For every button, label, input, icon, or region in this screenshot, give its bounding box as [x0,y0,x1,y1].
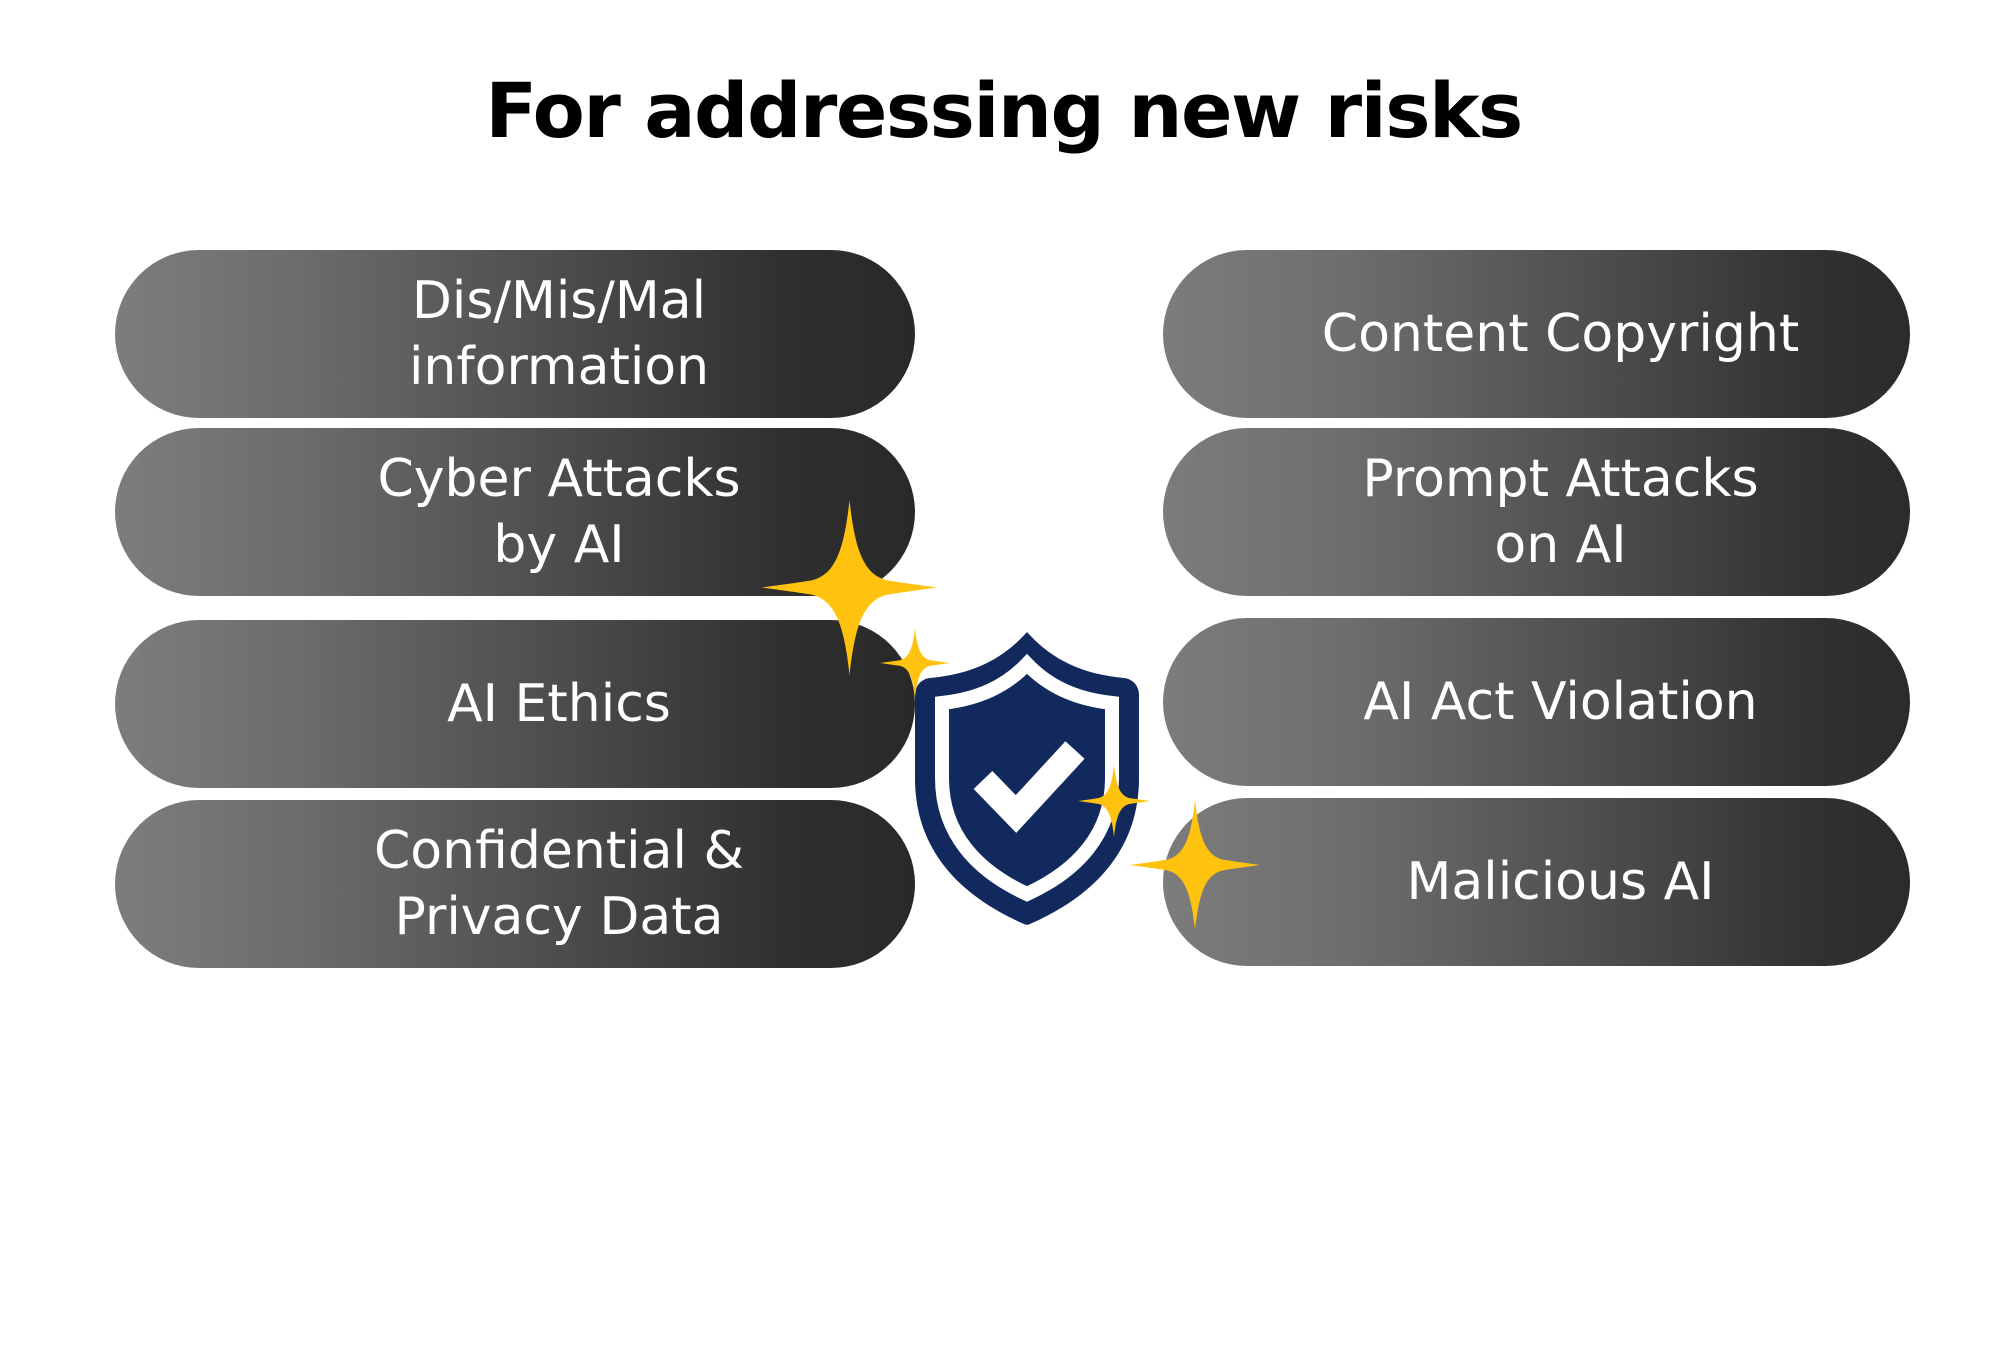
page-title: For addressing new risks [485,66,1523,155]
risk-pill-ai-act-violation[interactable]: AI Act Violation [1163,618,1910,786]
sparkle-icon-large-left [762,500,937,675]
risk-pill-label: Content Copyright [1321,304,1800,364]
risk-pill-label: AI Act Violation [1363,672,1758,732]
risk-pill-label: AI Ethics [447,674,671,734]
shield-check-icon [912,628,1142,928]
risk-pill-confidential-privacy-data[interactable]: Confidential & Privacy Data [115,800,915,968]
risk-pill-malicious-ai[interactable]: Malicious AI [1163,798,1910,966]
risk-pill-label: Prompt Attacks on AI [1362,449,1759,575]
risk-pill-ai-ethics[interactable]: AI Ethics [115,620,915,788]
sparkle-icon-small-right [1078,765,1150,837]
sparkle-icon-small-left [880,628,950,698]
risk-pill-label: Malicious AI [1406,852,1715,912]
sparkle-icon-medium-right [1130,800,1260,930]
risk-pill-dis-mis-mal-information[interactable]: Dis/Mis/Mal information [115,250,915,418]
risk-pill-label: Cyber Attacks by AI [377,449,741,575]
risk-pill-label: Dis/Mis/Mal information [408,271,710,397]
risk-pill-label: Confidential & Privacy Data [373,821,745,947]
risk-pill-prompt-attacks-on-ai[interactable]: Prompt Attacks on AI [1163,428,1910,596]
risk-pill-cyber-attacks-by-ai[interactable]: Cyber Attacks by AI [115,428,915,596]
risk-pill-content-copyright[interactable]: Content Copyright [1163,250,1910,418]
